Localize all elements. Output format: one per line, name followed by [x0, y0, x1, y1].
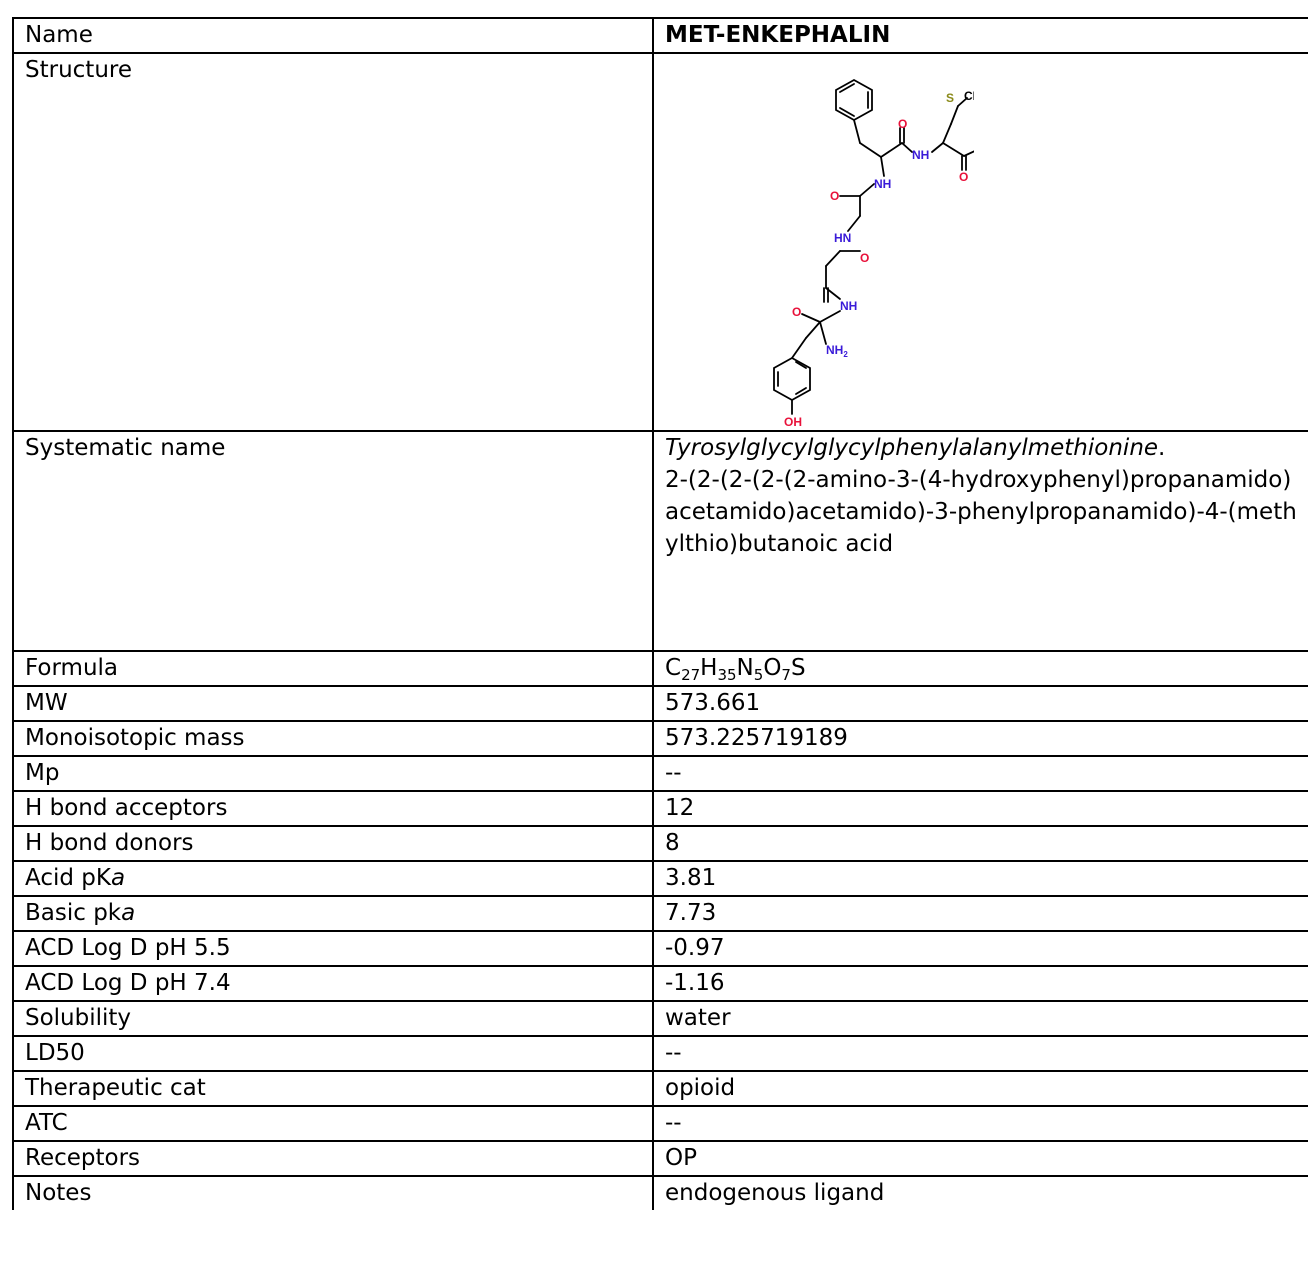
property-value: endogenous ligand: [652, 1175, 1308, 1210]
systematic-name-common: Tyrosylglycylglycylphenylalanylmethionin…: [665, 435, 1159, 461]
property-label: Mp: [12, 755, 654, 792]
property-label: MW: [12, 685, 654, 722]
atom-o3: O: [860, 251, 869, 265]
formula-count: 7: [781, 666, 791, 684]
property-row: ACD Log D pH 5.5-0.97: [12, 930, 1308, 967]
atom-hn: HN: [834, 231, 851, 245]
property-value: -1.16: [652, 965, 1308, 1002]
property-value: 3.81: [652, 860, 1308, 897]
bond-lines: [773, 78, 974, 415]
property-value: water: [652, 1000, 1308, 1037]
atom-labels: CH3 S O NH OH O NH O HN O NH O NH2 OH: [784, 89, 974, 428]
compound-name: MET-ENKEPHALIN: [652, 17, 1308, 54]
atom-nh2-amine: NH2: [826, 343, 848, 359]
property-label-italic: a: [110, 865, 126, 891]
property-label: Monoisotopic mass: [12, 720, 654, 757]
atom-nh2: NH: [874, 177, 891, 191]
property-label: ATC: [12, 1105, 654, 1142]
property-label: Acid pKa: [12, 860, 654, 897]
formula-count: 5: [753, 666, 764, 684]
property-row: Mp--: [12, 755, 1308, 792]
property-label: Basic pka: [12, 895, 654, 932]
property-value: OP: [652, 1140, 1308, 1177]
property-value: --: [652, 1105, 1308, 1142]
property-row: ATC--: [12, 1105, 1308, 1142]
formula-element: C: [665, 655, 682, 681]
systematic-name-label: Systematic name: [12, 430, 654, 652]
property-value: 7.73: [652, 895, 1308, 932]
properties-table: Name MET-ENKEPHALIN Structure: [12, 17, 1308, 1210]
structure-label: Structure: [12, 52, 654, 432]
property-label-text: Acid pK: [25, 865, 111, 891]
formula-element: S: [790, 655, 806, 681]
formula-element: O: [763, 655, 782, 681]
property-label: Receptors: [12, 1140, 654, 1177]
property-label: H bond donors: [12, 825, 654, 862]
property-value: -0.97: [652, 930, 1308, 967]
systematic-name-cell: Tyrosylglycylglycylphenylalanylmethionin…: [652, 430, 1308, 652]
property-row: LD50--: [12, 1035, 1308, 1072]
property-label: Solubility: [12, 1000, 654, 1037]
atom-s: S: [946, 91, 954, 105]
property-label: H bond acceptors: [12, 790, 654, 827]
atom-o1: O: [898, 117, 907, 131]
property-label-italic: a: [121, 900, 136, 926]
property-label: LD50: [12, 1035, 654, 1072]
atom-nh3: NH: [840, 299, 857, 313]
name-label: Name: [12, 17, 654, 54]
atom-ch3: CH3: [964, 89, 974, 105]
formula-element: H: [700, 655, 718, 681]
systematic-name-value: Tyrosylglycylglycylphenylalanylmethionin…: [665, 435, 1297, 557]
property-label-text: Basic pk: [25, 900, 122, 926]
property-value: 12: [652, 790, 1308, 827]
property-label: ACD Log D pH 7.4: [12, 965, 654, 1002]
chemical-structure-diagram: CH3 S O NH OH O NH O HN O NH O NH2 OH: [773, 78, 974, 428]
property-row: ACD Log D pH 7.4-1.16: [12, 965, 1308, 1002]
formula-count: 27: [681, 666, 701, 684]
atom-oh-phenol: OH: [784, 415, 802, 428]
property-value: 573.661: [652, 685, 1308, 722]
formula-value: C27H35N5O7S: [652, 650, 1308, 687]
formula-count: 35: [717, 666, 737, 684]
systematic-name-row: Systematic name Tyrosylglycylglycylpheny…: [12, 430, 1308, 652]
systematic-name-iupac: 2-(2-(2-(2-(2-amino-3-(4-hydroxyphenyl)p…: [665, 467, 1297, 557]
atom-o2: O: [830, 189, 839, 203]
formula-label: Formula: [12, 650, 654, 687]
property-value: opioid: [652, 1070, 1308, 1107]
formula-row: Formula C27H35N5O7S: [12, 650, 1308, 687]
atom-o-acid: O: [959, 170, 968, 184]
atom-o4: O: [792, 305, 801, 319]
structure-cell: CH3 S O NH OH O NH O HN O NH O NH2 OH: [652, 52, 1308, 432]
property-value: 573.225719189: [652, 720, 1308, 757]
property-label: Therapeutic cat: [12, 1070, 654, 1107]
property-value: --: [652, 1035, 1308, 1072]
property-label: Notes: [12, 1175, 654, 1210]
structure-row: Structure: [12, 52, 1308, 432]
atom-nh1: NH: [912, 148, 929, 162]
name-row: Name MET-ENKEPHALIN: [12, 17, 1308, 54]
property-value: 8: [652, 825, 1308, 862]
property-value: --: [652, 755, 1308, 792]
formula-element: N: [736, 655, 754, 681]
property-label: ACD Log D pH 5.5: [12, 930, 654, 967]
